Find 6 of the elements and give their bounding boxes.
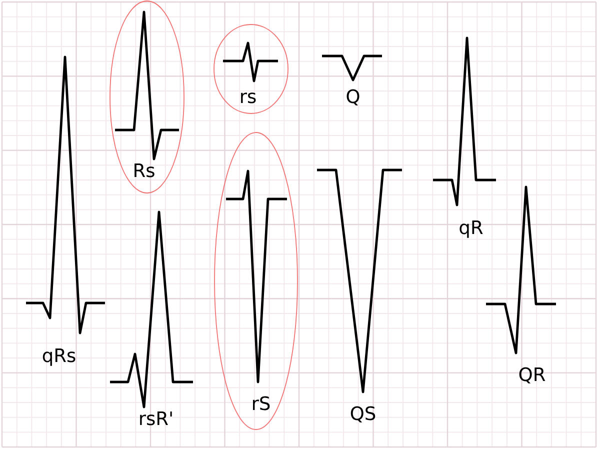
waveform-label: Q bbox=[346, 89, 360, 106]
waveform-label: QR bbox=[519, 367, 546, 384]
waveform-label: QS bbox=[350, 406, 376, 422]
waveform-label: qRs bbox=[42, 348, 76, 366]
waveform-label: qR bbox=[460, 220, 483, 238]
waveform-label: rsR' bbox=[140, 412, 172, 426]
